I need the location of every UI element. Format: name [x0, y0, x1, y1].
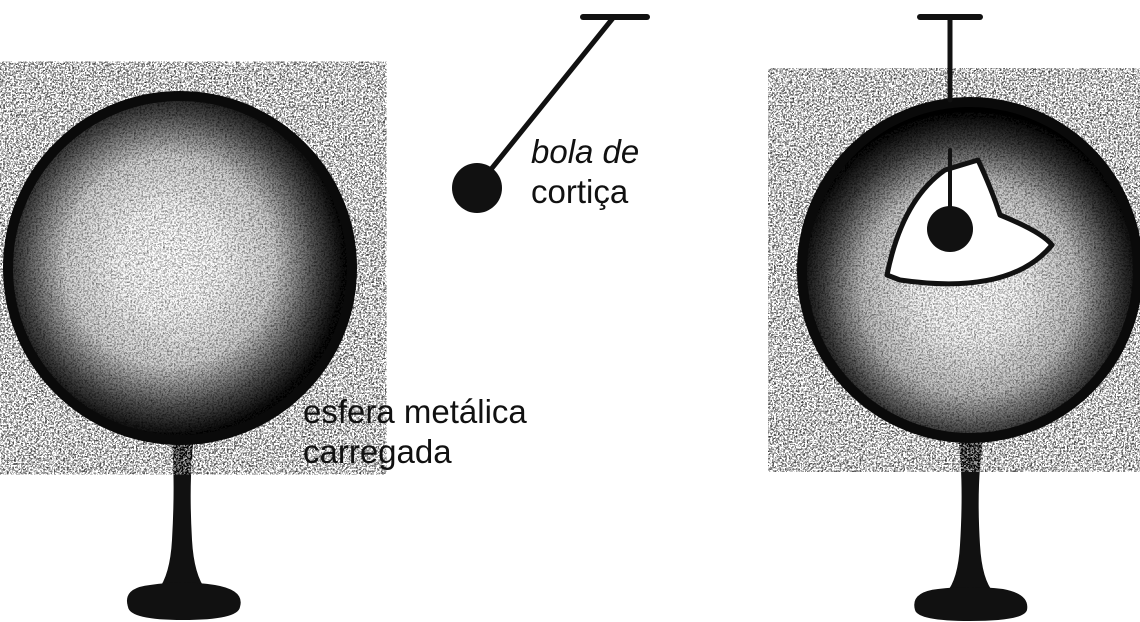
sphere-label-line2: carregada: [303, 433, 452, 470]
cork-ball-label: bola de cortiça: [531, 132, 639, 212]
sphere-label-line1: esfera metálica: [303, 393, 527, 430]
sphere-label: esfera metálica carregada: [303, 392, 527, 472]
cork-label-line1: bola de: [531, 133, 640, 170]
right-stand-stem: [946, 435, 994, 593]
inner-pendulum: [917, 14, 983, 252]
left-charged-sphere: [3, 91, 357, 445]
right-stand-base: [914, 587, 1028, 621]
left-stand-base: [126, 582, 241, 620]
cork-label-line2: cortiça: [531, 173, 629, 210]
cork-ball: [452, 163, 502, 213]
cork-pendulum: [452, 14, 650, 213]
right-sphere-stand: [914, 435, 1028, 621]
inner-cork-ball: [927, 206, 973, 252]
left-stand-stem: [158, 425, 206, 590]
pendulum-thread: [477, 15, 616, 186]
left-sphere-stand: [126, 425, 241, 620]
